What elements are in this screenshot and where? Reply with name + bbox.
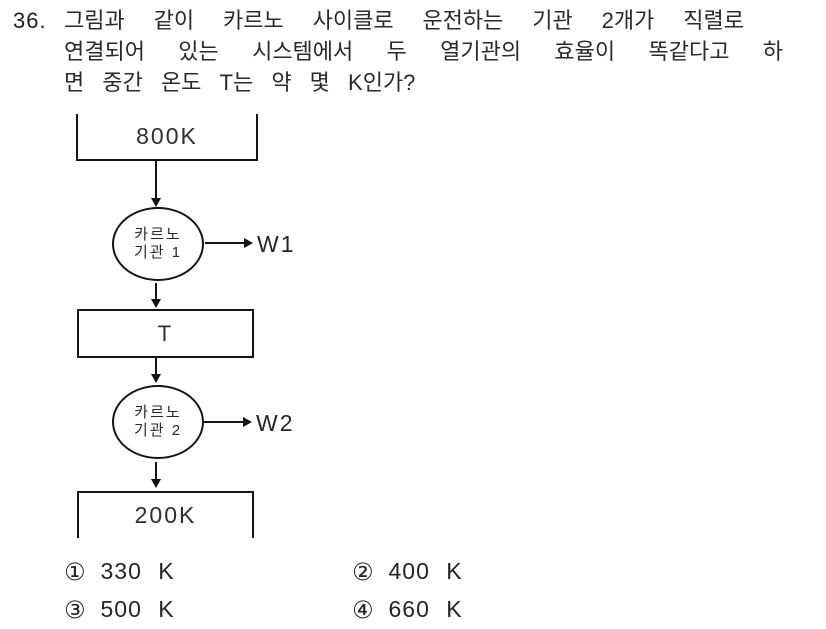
choice-4-label: 660 K (388, 596, 463, 622)
choice-2-marker: ② (352, 557, 374, 586)
choice-1-label: 330 K (100, 558, 175, 584)
engine2-label-line1: 카르노 (134, 404, 182, 421)
flow-line-engine2-to-cold (155, 462, 157, 480)
flow-line-hot-to-engine1 (155, 161, 157, 199)
mid-reservoir-label: T (157, 320, 174, 346)
arrow-down-icon (151, 374, 161, 383)
engine1-label-line2: 기관 1 (133, 244, 183, 261)
work1-line (205, 242, 245, 244)
work2-line (204, 421, 244, 423)
question-text-line-2: 연결되어 있는 시스템에서 두 열기관의 효율이 똑같다고 하 (64, 39, 783, 64)
choice-1-marker: ① (64, 557, 86, 586)
work2-label: W2 (256, 410, 295, 436)
arrow-right-icon (243, 417, 252, 427)
choice-2-label: 400 K (388, 558, 463, 584)
cold-reservoir-label: 200K (134, 502, 197, 528)
answer-choice-2: ② 400 K (352, 558, 463, 585)
arrow-down-icon (151, 299, 161, 308)
carnot-engine-2-circle: 카르노 기관 2 (112, 385, 204, 459)
choice-3-marker: ③ (64, 595, 86, 624)
engine2-label-line2: 기관 2 (133, 422, 183, 439)
engine1-label-line1: 카르노 (134, 226, 182, 243)
hot-reservoir-box: 800K (76, 114, 258, 161)
arrow-right-icon (244, 238, 253, 248)
choice-3-label: 500 K (100, 596, 175, 622)
question-text-line-3: 면 중간 온도 T는 약 몇 K인가? (64, 70, 416, 95)
mid-reservoir-box: T (77, 309, 254, 358)
work1-label: W1 (257, 231, 296, 257)
choice-4-marker: ④ (352, 595, 374, 624)
answer-choice-3: ③ 500 K (64, 596, 175, 623)
answer-choice-4: ④ 660 K (352, 596, 463, 623)
question-number: 36. (13, 8, 47, 33)
hot-reservoir-label: 800K (136, 123, 198, 149)
flow-line-engine1-to-mid (155, 283, 157, 300)
arrow-down-icon (151, 198, 161, 207)
arrow-down-icon (151, 479, 161, 488)
question-text-line-1: 그림과 같이 카르노 사이클로 운전하는 기관 2개가 직렬로 (64, 8, 744, 33)
flow-line-mid-to-engine2 (155, 358, 157, 375)
answer-choice-1: ① 330 K (64, 558, 175, 585)
carnot-engine-1-circle: 카르노 기관 1 (112, 207, 204, 281)
cold-reservoir-box: 200K (77, 491, 254, 538)
